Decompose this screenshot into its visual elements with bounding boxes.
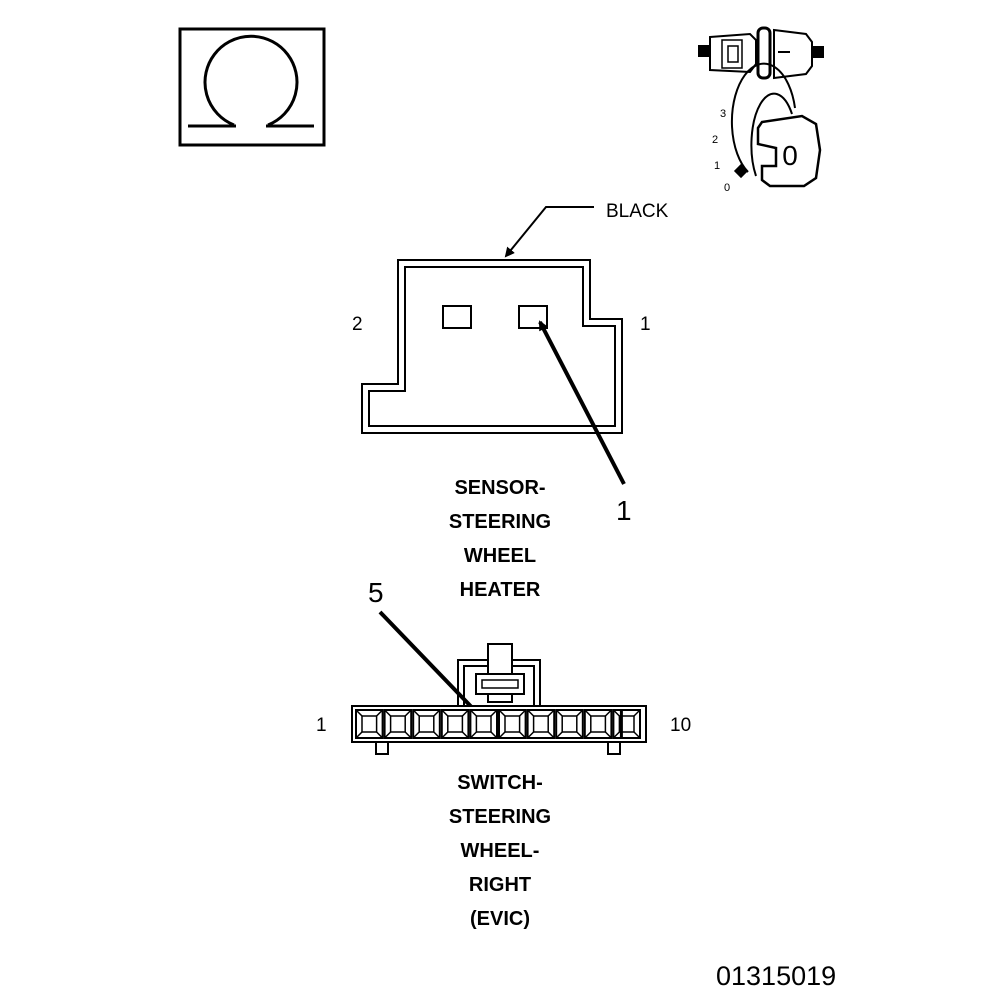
callout-5-label: 5 bbox=[368, 577, 384, 608]
ohmmeter-icon bbox=[178, 27, 326, 147]
switch-pin-right-label: 10 bbox=[670, 715, 691, 736]
switch-cavity-4 bbox=[440, 709, 470, 739]
connector-color-label: BLACK bbox=[606, 201, 669, 222]
ignition-position-0: 0 bbox=[724, 182, 730, 194]
key-label: 0 bbox=[782, 140, 798, 171]
switch-name-line-4: RIGHT bbox=[469, 874, 531, 896]
switch-cavities bbox=[355, 709, 642, 739]
switch-name-line-3: WHEEL- bbox=[461, 840, 540, 862]
switch-name-line-5: (EVIC) bbox=[470, 908, 530, 930]
switch-cavity-8 bbox=[555, 709, 584, 739]
sensor-connector-name: SENSOR- STEERING WHEEL HEATER bbox=[449, 477, 551, 601]
connector-disconnect-icon bbox=[698, 26, 824, 80]
callout-1-label: 1 bbox=[616, 495, 632, 526]
sensor-name-line-4: HEATER bbox=[460, 579, 541, 601]
ignition-position-2: 2 bbox=[712, 134, 718, 146]
switch-connector-name: SWITCH- STEERING WHEEL- RIGHT (EVIC) bbox=[449, 772, 551, 930]
sensor-connector bbox=[361, 259, 623, 434]
switch-connector bbox=[351, 643, 647, 755]
ignition-position-3: 3 bbox=[720, 108, 726, 120]
sensor-name-line-3: WHEEL bbox=[464, 545, 536, 567]
callout-1-arrow bbox=[538, 320, 626, 485]
ignition-position-1: 1 bbox=[714, 160, 720, 172]
sensor-name-line-1: SENSOR- bbox=[454, 477, 545, 499]
switch-cavity-9 bbox=[583, 709, 613, 739]
switch-cavity-2 bbox=[383, 709, 413, 739]
sensor-pin-right-label: 1 bbox=[640, 314, 651, 335]
sensor-name-line-2: STEERING bbox=[449, 511, 551, 533]
ignition-key-icon: 0 3 2 1 0 bbox=[712, 62, 822, 194]
switch-cavity-7 bbox=[526, 709, 556, 739]
sensor-pin-2-cavity bbox=[442, 305, 472, 329]
callout-5-arrow bbox=[378, 610, 486, 722]
color-leader-arrow bbox=[504, 206, 594, 258]
switch-cavity-1 bbox=[355, 709, 384, 739]
switch-cavity-10 bbox=[612, 709, 642, 739]
switch-cavity-6 bbox=[498, 709, 527, 739]
figure-number: 01315019 bbox=[716, 961, 836, 991]
switch-pin-left-label: 1 bbox=[316, 715, 327, 736]
switch-cavity-3 bbox=[412, 709, 441, 739]
switch-name-line-2: STEERING bbox=[449, 806, 551, 828]
switch-cavity-5 bbox=[469, 709, 498, 739]
switch-name-line-1: SWITCH- bbox=[457, 772, 543, 794]
sensor-pin-left-label: 2 bbox=[352, 314, 363, 335]
